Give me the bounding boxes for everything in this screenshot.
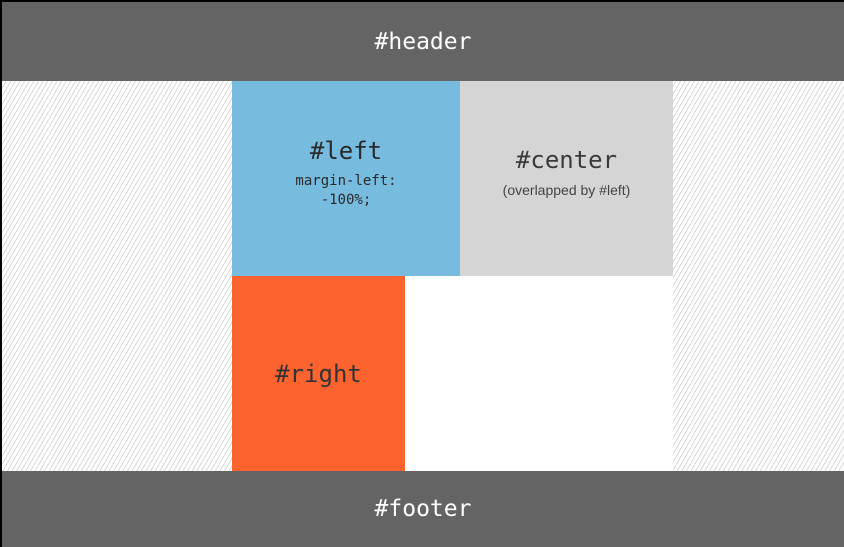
hatched-background: #left margin-left: -100%; #center (overl…: [2, 81, 844, 471]
right-block: #right: [232, 276, 405, 471]
left-label: #left: [309, 136, 383, 165]
center-note: (overlapped by #left): [502, 182, 631, 198]
container-block: #left margin-left: -100%; #center (overl…: [232, 81, 673, 471]
footer-label: #footer: [374, 496, 472, 522]
header-label: #header: [374, 28, 472, 55]
footer-block: #footer: [2, 471, 844, 547]
right-label: #right: [275, 359, 362, 388]
header-block: #header: [2, 2, 844, 81]
left-block: #left margin-left: -100%;: [232, 81, 460, 276]
left-note: margin-left: -100%;: [295, 172, 397, 208]
center-label: #center: [515, 146, 618, 174]
center-block: #center (overlapped by #left): [460, 81, 673, 276]
